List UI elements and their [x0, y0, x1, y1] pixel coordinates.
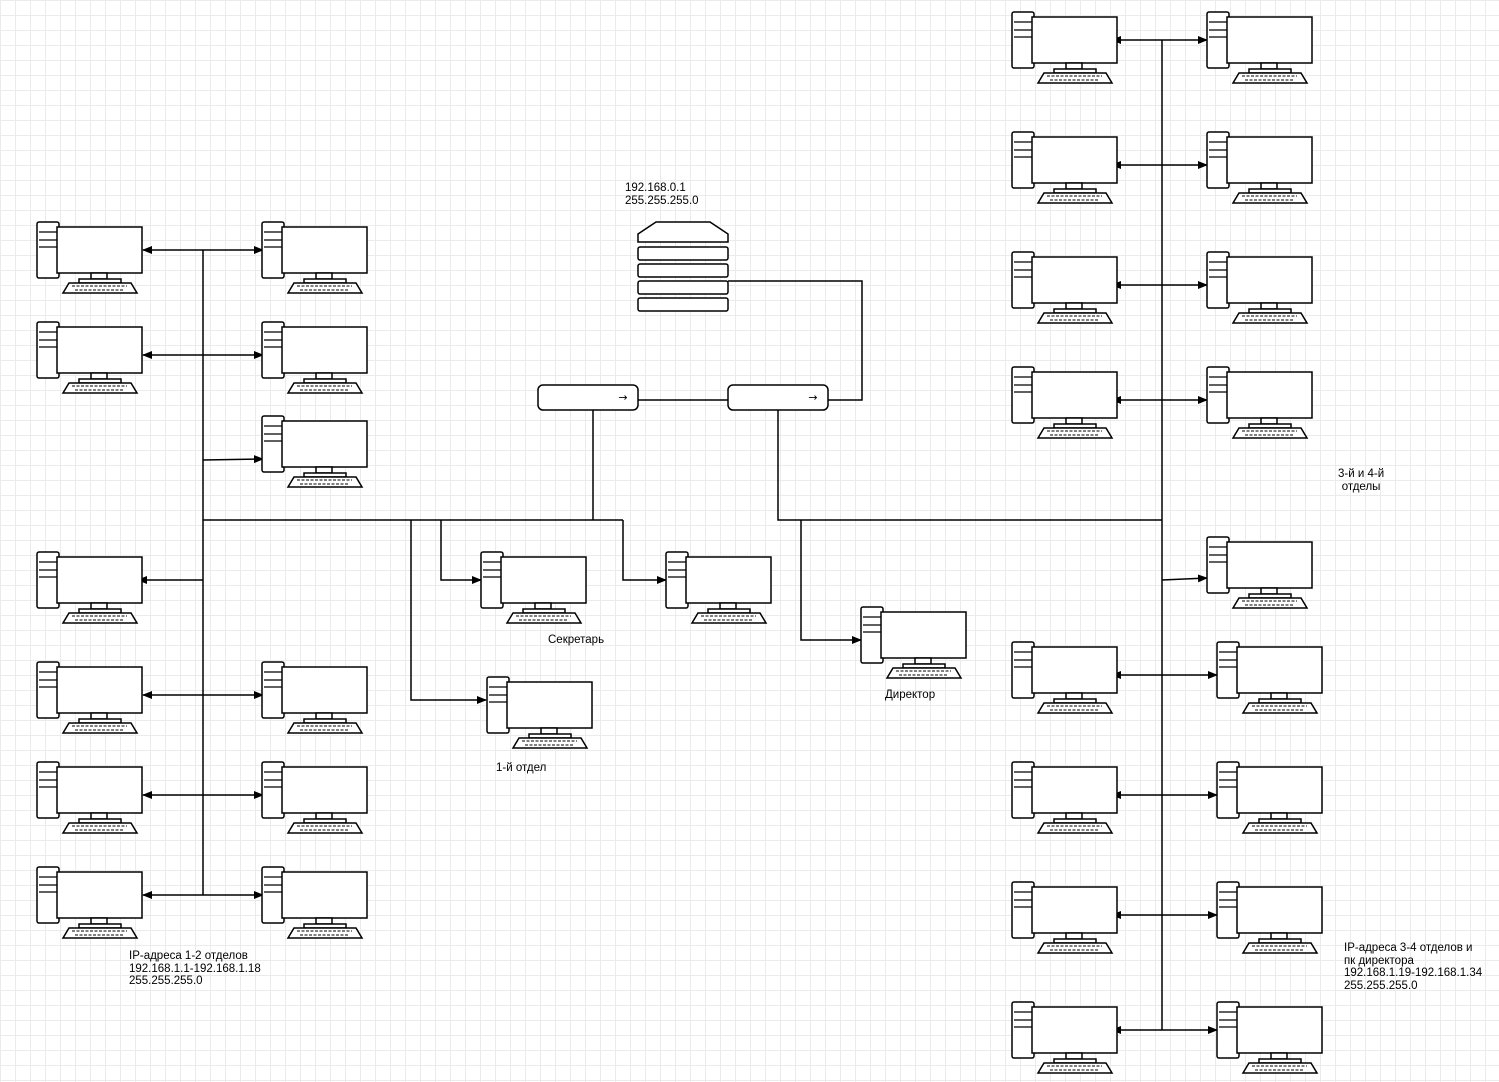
server-cable	[728, 280, 863, 401]
computer-icon	[36, 866, 143, 939]
computer-icon	[1011, 131, 1118, 204]
computer-icon	[1206, 536, 1313, 609]
right-backbone-cable	[777, 410, 1162, 521]
computer-icon	[1206, 251, 1313, 324]
computer-icon	[261, 661, 368, 734]
secretary-label: Секретарь	[548, 634, 605, 646]
dept34-label: 3-й и 4-й отделы	[1338, 468, 1385, 493]
computer-icon	[1216, 881, 1323, 954]
server-icon	[637, 221, 729, 312]
computer-icon	[1206, 366, 1313, 439]
director-computer-icon	[860, 606, 967, 679]
computer-icon	[1011, 366, 1118, 439]
computer-icon	[261, 866, 368, 939]
left-ip-note-mask: 255.255.255.0	[129, 975, 203, 987]
computer-icon	[36, 551, 143, 624]
computer-icon	[1011, 761, 1118, 834]
computer-icon	[1216, 761, 1323, 834]
left-ip-note-title: IP-адреса 1-2 отделов	[129, 950, 248, 962]
computer-icon	[261, 761, 368, 834]
computer-icon	[36, 661, 143, 734]
computer-icon	[36, 321, 143, 394]
computer-icon	[36, 221, 143, 294]
dept1-label: 1-й отдел	[496, 762, 547, 774]
right-ip-note-range: 192.168.1.19-192.168.1.34	[1344, 967, 1483, 979]
computer-icon	[261, 221, 368, 294]
computer-icon	[1011, 11, 1118, 84]
right-ip-note-mask: 255.255.255.0	[1344, 979, 1418, 992]
computer-icon	[1216, 641, 1323, 714]
switch-1-icon: →	[537, 384, 639, 411]
computer-icon	[1206, 131, 1313, 204]
secretary-cable	[440, 520, 482, 584]
left-ip-note-range: 192.168.1.1-192.168.1.18	[129, 962, 261, 975]
computer-icon	[1011, 641, 1118, 714]
director-cable	[800, 520, 862, 644]
secretary-computer-icon	[480, 551, 587, 624]
switch-2-icon: →	[727, 384, 829, 411]
computer-icon	[1011, 251, 1118, 324]
computer-icon	[1206, 11, 1313, 84]
computer-icon	[261, 321, 368, 394]
network-cable	[1161, 574, 1208, 583]
switch-arrow-glyph: →	[618, 391, 627, 404]
network-cable	[202, 455, 264, 464]
computer-icon	[1216, 1001, 1323, 1074]
computer-icon	[1011, 881, 1118, 954]
network-cable	[622, 520, 667, 584]
computer-icon	[36, 761, 143, 834]
switch-arrow-glyph: →	[808, 391, 817, 404]
computer-icon	[261, 415, 368, 488]
dept1-cable	[410, 520, 487, 704]
computer-icon	[665, 551, 772, 624]
computer-icon	[1011, 1001, 1118, 1074]
right-ip-note-title: IP-адреса 3-4 отделов и пк директора	[1344, 942, 1473, 967]
director-label: Директор	[885, 689, 936, 701]
dept1-computer-icon	[486, 676, 593, 749]
